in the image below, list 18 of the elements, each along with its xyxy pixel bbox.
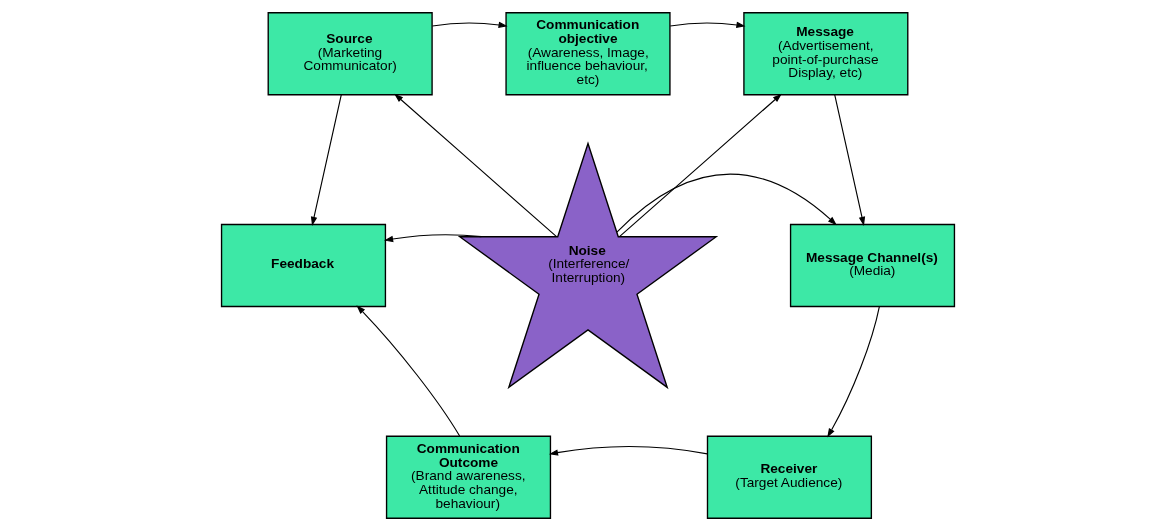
- node-box: Receiver (Target Audience): [706, 435, 872, 519]
- arrow: [393, 93, 557, 238]
- arrow: [355, 305, 460, 437]
- node-box: Message Channel(s) (Media): [789, 223, 955, 308]
- arrow: [826, 305, 880, 438]
- arrow: [548, 445, 708, 456]
- arrow: [615, 173, 837, 233]
- node-box: Communication Outcome (Brand awareness, Attitude change, behaviour): [385, 435, 551, 519]
- node-box: Feedback: [220, 223, 386, 308]
- arrow: [669, 21, 745, 29]
- arrow: [833, 94, 865, 226]
- node-box: Message (Advertisement, point-of-purchase Display, etc): [742, 12, 908, 96]
- arrow: [310, 94, 342, 226]
- node-box: Communication objective (Awareness, Image, influence behaviour, etc): [504, 12, 671, 96]
- node-box: Source (Marketing Communicator): [267, 12, 433, 96]
- arrow: [383, 234, 482, 243]
- arrow: [618, 93, 782, 238]
- arrow: [431, 21, 508, 29]
